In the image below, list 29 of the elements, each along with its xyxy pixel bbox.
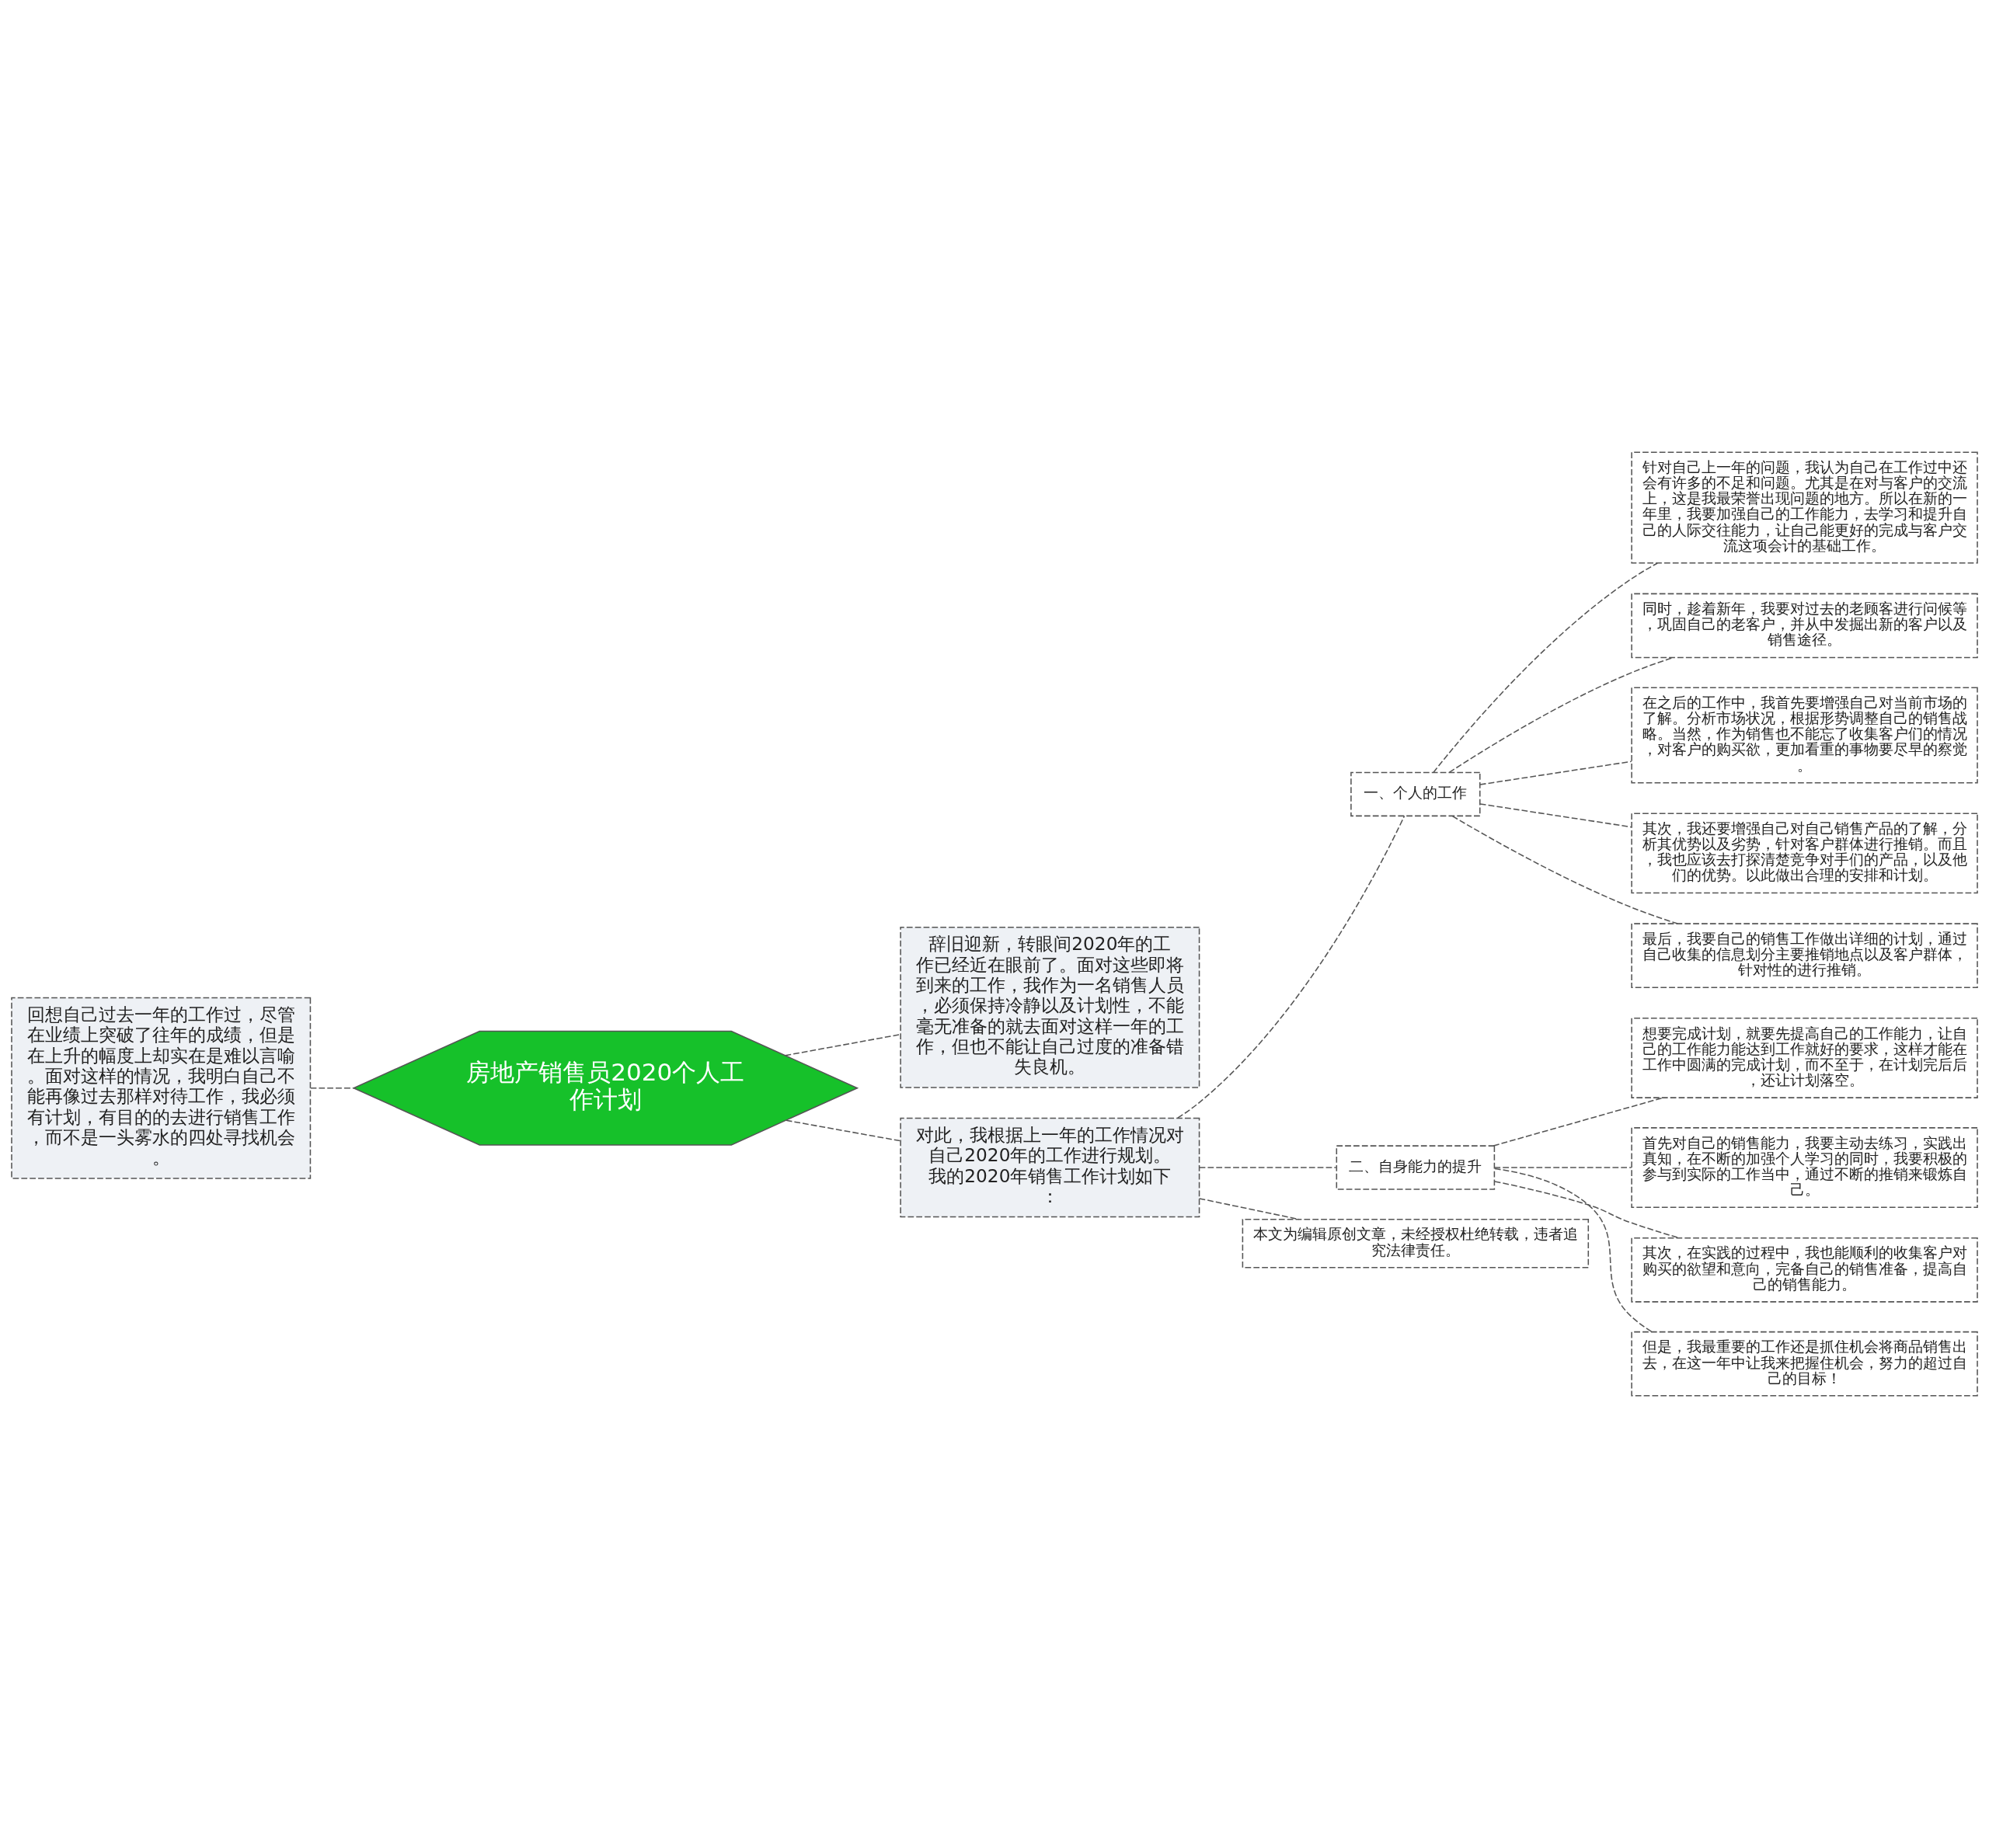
node-box: 回想自己过去一年的工作过，尽管在业绩上突破了往年的成绩，但是在上升的幅度上却实在是难以言喻。面对这样的情况，我明白自己不能再像过去那样对待工作，我必须有计划，有目的的去进行销售工作，而不是一头雾水的四处寻找机会。 <box>11 997 312 1179</box>
connector <box>1494 1181 1680 1239</box>
node-box: 一、个人的工作 <box>1350 771 1481 817</box>
connector <box>1433 562 1659 774</box>
connector <box>1479 760 1632 785</box>
connector <box>1493 1167 1632 1168</box>
node-box: 其次，在实践的过程中，我也能顺利的收集客户对购买的欲望和意向，完备自己的销售准备，提高自己的销售能力。 <box>1631 1237 1978 1303</box>
connector <box>1198 1198 1300 1220</box>
node-box: 辞旧迎新，转眼间2020年的工作已经近在眼前了。面对这些即将到来的工作，我作为一名销售人员，必须保持冷静以及计划性，不能毫无准备的就去面对这样一年的工作，但也不能让自己过度的准备错失良机。 <box>900 927 1200 1088</box>
node-box: 对此，我根据上一年的工作情况对自己2020年的工作进行规划。我的2020年销售工作计划如下： <box>900 1117 1200 1218</box>
node-box: 针对自己上一年的问题，我认为自己在工作过中还会有许多的不足和问题。尤其是在对与客户的交流上，这是我最荣誉出现问题的地方。所以在新的一年里，我要加强自己的工作能力，去学习和提升自己的人际交往能力，让自己能更好的完成与客户交流这项会计的基础工作。 <box>1631 451 1978 564</box>
connector <box>1493 1097 1663 1147</box>
node-box: 其次，我还要增强自己对自己销售产品的了解，分析其优势以及劣势，针对客户群体进行推销。而且，我也应该去打探清楚竞争对手们的产品，以及他们的优势。以此做出合理的安排和计划。 <box>1631 813 1978 894</box>
node-box: 但是，我最重要的工作还是抓住机会将商品销售出去，在这一年中让我来把握住机会，努力的超过自己的目标！ <box>1631 1331 1978 1397</box>
connector <box>1451 815 1678 924</box>
node-box: 最后，我要自己的销售工作做出详细的计划，通过自己收集的信息划分主要推销地点以及客户群体，针对性的进行推销。 <box>1631 923 1978 989</box>
connector <box>1177 815 1406 1119</box>
node-box: 同时，趁着新年，我要对过去的老顾客进行问候等，巩固自己的老客户，并从中发掘出新的客户以及销售途径。 <box>1631 593 1978 659</box>
connector <box>1198 1167 1337 1168</box>
node-box: 本文为编辑原创文章，未经授权杜绝转载，违者追究法律责任。 <box>1242 1218 1590 1269</box>
node-box: 二、自身能力的提升 <box>1336 1145 1496 1190</box>
connector <box>784 1033 901 1056</box>
node-box: 首先对自己的销售能力，我要主动去练习，实践出真知，在不断的加强个人学习的同时，我要积极的参与到实际的工作当中，通过不断的推销来锻炼自己。 <box>1631 1127 1978 1208</box>
node-box: 想要完成计划，就要先提高自己的工作能力，让自己的工作能力能达到工作就好的要求，这样才能在工作中圆满的完成计划，而不至于，在计划完后后，还让计划落空。 <box>1631 1018 1978 1098</box>
connector <box>785 1119 901 1142</box>
node-box: 在之后的工作中，我首先要增强自己对当前市场的了解。分析市场状况，根据形势调整自己的销售战略。当然，作为销售也不能忘了收集客户们的情况，对客户的购买欲，更加看重的事物要尽早的察觉。 <box>1631 687 1978 784</box>
connector <box>1479 803 1632 828</box>
connector <box>310 1087 354 1089</box>
connector <box>1494 1168 1653 1333</box>
